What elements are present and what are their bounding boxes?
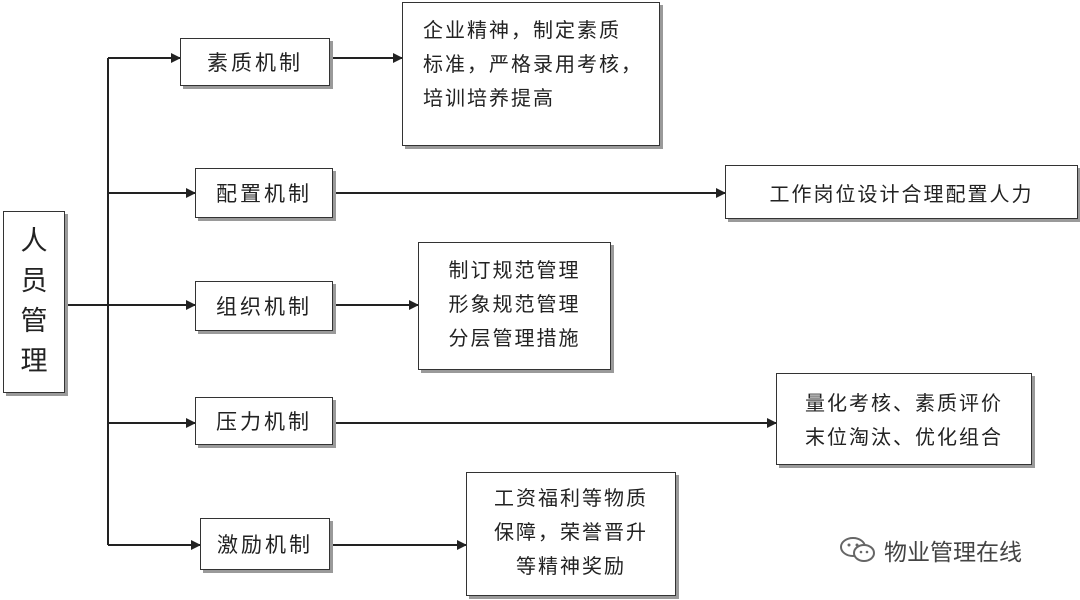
detail-box-organization: 制订规范管理 形象规范管理 分层管理措施 bbox=[418, 242, 611, 370]
detail-line: 标准，严格录用考核， bbox=[423, 52, 643, 76]
mechanism-label: 组织机制 bbox=[216, 295, 312, 319]
mechanism-box-quality: 素质机制 bbox=[180, 38, 330, 86]
detail-line: 工作岗位设计合理配置人力 bbox=[769, 181, 1034, 206]
detail-line: 培训培养提高 bbox=[423, 86, 555, 110]
detail-line: 形象规范管理 bbox=[448, 292, 581, 316]
detail-line: 企业精神，制定素质 bbox=[423, 18, 621, 42]
mechanism-label: 压力机制 bbox=[216, 410, 312, 434]
mechanism-label: 激励机制 bbox=[217, 533, 313, 557]
watermark-text: 物业管理在线 bbox=[884, 540, 1022, 566]
wechat-icon bbox=[840, 537, 875, 562]
mechanism-box-organization: 组织机制 bbox=[195, 281, 333, 331]
detail-box-pressure: 量化考核、素质评价 末位淘汰、优化组合 bbox=[776, 373, 1032, 465]
detail-line: 保障，荣誉晋升 bbox=[494, 520, 648, 544]
root-box-personnel-management: 人 员 管 理 bbox=[3, 211, 65, 393]
root-char: 员 bbox=[20, 266, 48, 297]
mechanism-box-pressure: 压力机制 bbox=[195, 397, 333, 445]
mechanism-box-incentive: 激励机制 bbox=[200, 518, 330, 570]
detail-box-quality: 企业精神，制定素质 标准，严格录用考核， 培训培养提高 bbox=[402, 2, 660, 146]
mechanism-label: 配置机制 bbox=[216, 182, 312, 206]
root-char: 管 bbox=[20, 306, 48, 337]
detail-line: 工资福利等物质 bbox=[494, 486, 648, 510]
detail-line: 制订规范管理 bbox=[448, 258, 581, 282]
mechanism-label: 素质机制 bbox=[207, 51, 303, 75]
detail-line: 等精神奖励 bbox=[516, 554, 626, 578]
root-char: 理 bbox=[20, 346, 48, 377]
watermark: 物业管理在线 bbox=[838, 533, 1022, 567]
detail-line: 量化考核、素质评价 bbox=[805, 391, 1003, 415]
root-char: 人 bbox=[20, 226, 48, 257]
detail-line: 末位淘汰、优化组合 bbox=[805, 425, 1003, 449]
detail-line: 分层管理措施 bbox=[448, 326, 581, 350]
detail-box-incentive: 工资福利等物质 保障，荣誉晋升 等精神奖励 bbox=[466, 472, 676, 596]
mechanism-box-allocation: 配置机制 bbox=[195, 168, 333, 218]
detail-box-allocation: 工作岗位设计合理配置人力 bbox=[725, 165, 1078, 219]
